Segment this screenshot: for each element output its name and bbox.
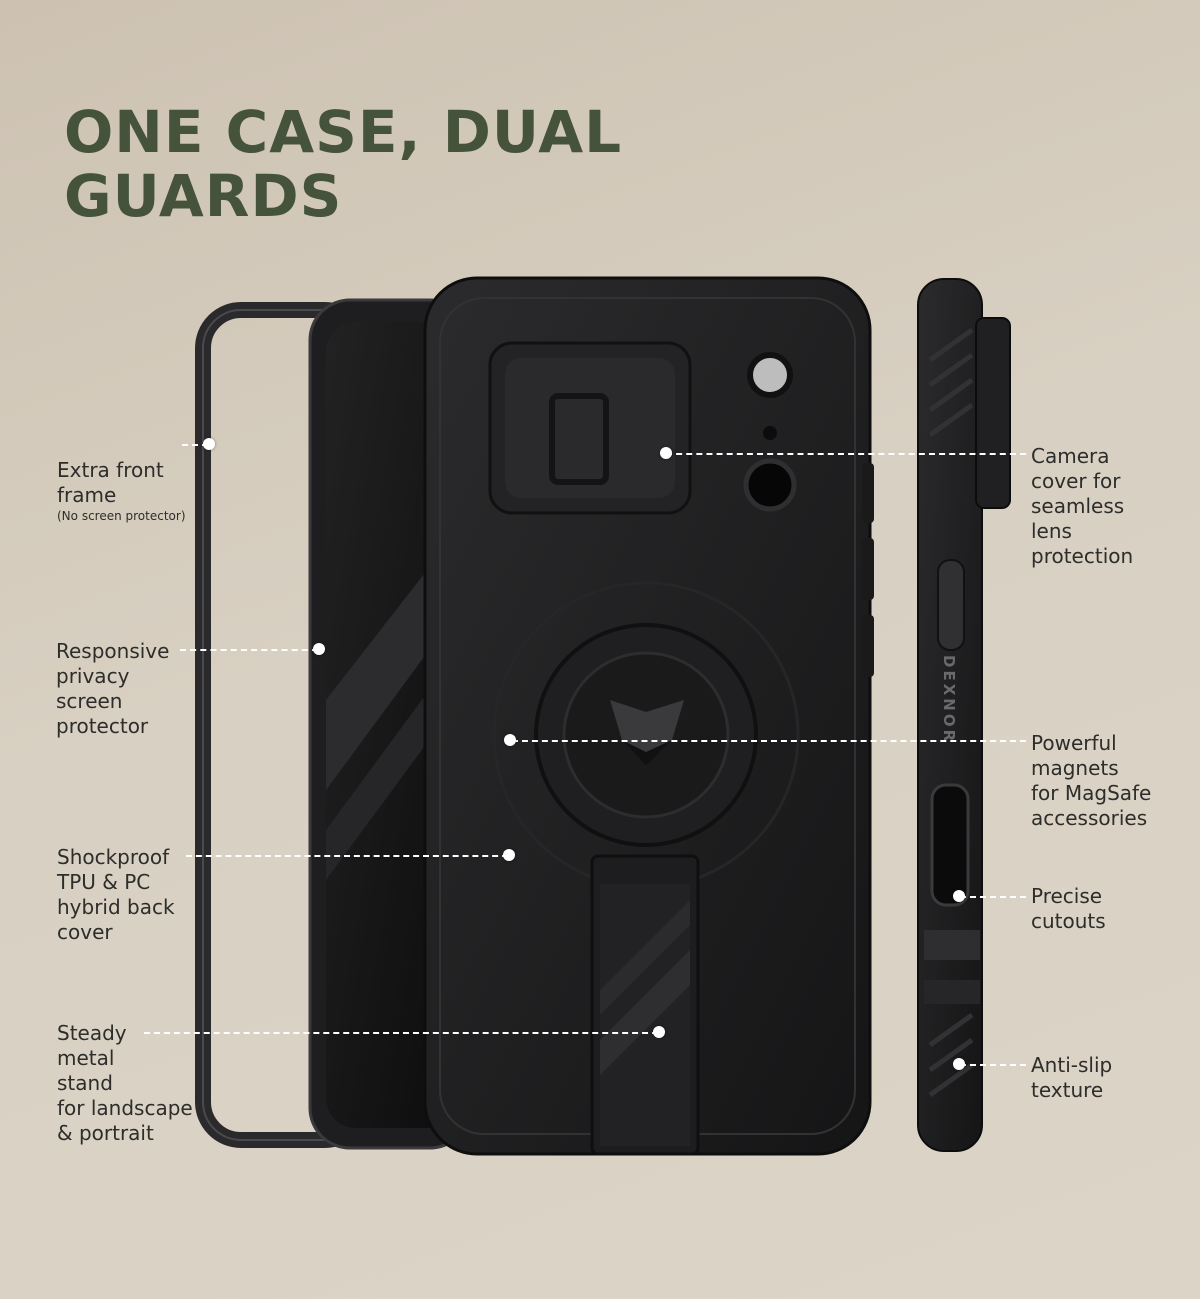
side-view <box>917 278 1011 1152</box>
brand-logo: DEXNOR <box>940 655 958 744</box>
marker-dot-cutouts <box>953 890 965 902</box>
label-privacy-protector: Responsive privacy screen protector <box>56 639 170 738</box>
marker-dot-privacy <box>313 643 325 655</box>
marker-dot-back-cover <box>503 849 515 861</box>
label-metal-stand: Steady metal stand for landscape & portr… <box>57 1021 193 1145</box>
leader-line-stand <box>144 1032 658 1034</box>
label-cutouts: Precise cutouts <box>1031 884 1106 933</box>
label-extra-front-frame-note: (No screen protector) <box>57 509 186 523</box>
label-extra-front-frame: Extra front frame (No screen protector) <box>57 433 186 549</box>
leader-line-privacy <box>180 649 318 651</box>
marker-dot-stand <box>653 1026 665 1038</box>
back-cover <box>423 276 874 1156</box>
leader-line-magnets <box>512 740 1026 742</box>
label-magnets: Powerful magnets for MagSafe accessories <box>1031 731 1152 830</box>
marker-dot-magnets <box>504 734 516 746</box>
marker-dot-anti-slip <box>953 1058 965 1070</box>
leader-line-front-frame <box>182 444 208 446</box>
marker-dot-camera <box>660 447 672 459</box>
leader-line-anti-slip <box>960 1064 1026 1066</box>
leader-line-cutouts <box>960 896 1026 898</box>
label-back-cover: Shockproof TPU & PC hybrid back cover <box>57 845 175 944</box>
label-camera-cover: Camera cover for seamless lens protectio… <box>1031 444 1134 568</box>
label-anti-slip: Anti-slip texture <box>1031 1053 1113 1102</box>
marker-dot-front-frame <box>203 438 215 450</box>
headline: ONE CASE, DUAL GUARDS <box>64 98 623 230</box>
leader-line-camera <box>666 453 1026 455</box>
leader-line-back-cover <box>186 855 508 857</box>
label-extra-front-frame-text: Extra front frame <box>57 458 164 507</box>
